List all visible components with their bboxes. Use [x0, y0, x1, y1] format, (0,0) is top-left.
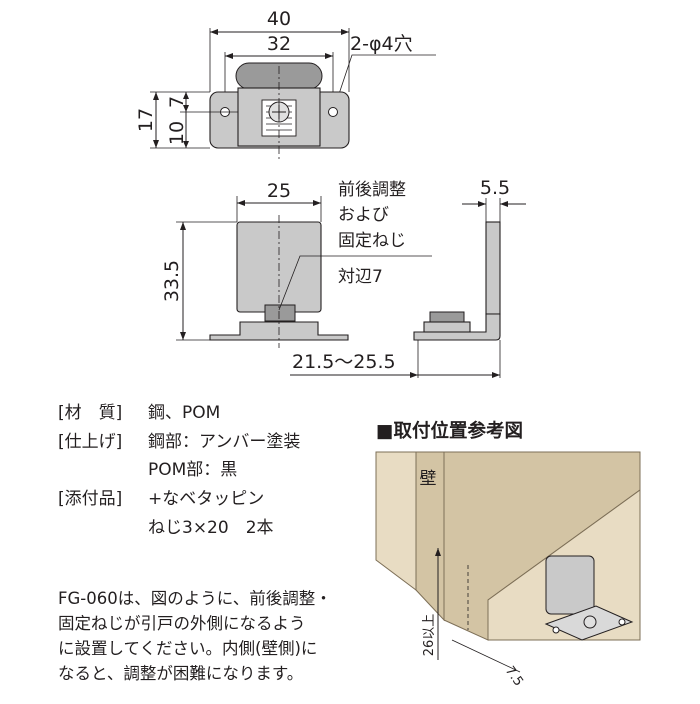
- arrow-head: [341, 29, 349, 35]
- reference-heading: ■取付位置参考図: [376, 420, 523, 442]
- dim-holes: 2-φ4穴: [350, 33, 413, 55]
- callout-adjust-3: 固定ねじ: [338, 231, 406, 251]
- arrow-head: [183, 92, 189, 99]
- dim-slot-lower: 10: [166, 121, 188, 145]
- arrow-head: [183, 105, 189, 112]
- dim-overall-width: 40: [267, 8, 291, 30]
- finish-value-1: 鋼部：アンバー塗装: [148, 431, 300, 452]
- spec-block: [材 質] 鋼、POM [仕上げ] 鋼部：アンバー塗装 POM部：黒 [添付品]…: [58, 403, 300, 538]
- front-view: 25 33.5 前後調整 および 固定ねじ 対辺7: [161, 180, 432, 348]
- arrow-head: [492, 372, 500, 378]
- arrow-head: [180, 222, 186, 230]
- arrow-head: [225, 53, 233, 59]
- dim-slot-upper: 7: [166, 96, 188, 108]
- bracket-foot: [413, 313, 501, 341]
- note-line-2: 固定ねじが引戸の外側になるよう: [58, 614, 306, 633]
- arrow-head: [313, 200, 321, 206]
- side-view: 5.5 21.5〜25.5: [290, 177, 526, 378]
- arrow-head: [410, 372, 418, 378]
- bracket-upright: [485, 221, 501, 315]
- finish-label: [仕上げ]: [58, 432, 122, 452]
- dim-height: 17: [135, 108, 157, 132]
- arrow-head: [153, 140, 159, 148]
- reference-diagram: ■取付位置参考図 壁 26以上 7.5: [375, 420, 641, 690]
- installation-note: FG-060は、図のように、前後調整・ 固定ねじが引戸の外側になるよう に設置し…: [58, 589, 332, 683]
- top-view: 40 32 2-φ4穴: [135, 8, 436, 160]
- nut-side: [423, 321, 471, 333]
- wall-front: [375, 451, 417, 591]
- catch-screw-icon: [583, 615, 597, 629]
- arrow-head: [478, 201, 486, 207]
- callout-hex: 対辺7: [338, 267, 383, 287]
- adjust-screw-front: [264, 304, 296, 322]
- accessory-label: [添付品]: [58, 489, 122, 509]
- note-line-3: に設置してください。内側(壁側)に: [58, 639, 317, 658]
- dim-height-front: 33.5: [161, 260, 183, 302]
- dim-width: 25: [267, 180, 291, 202]
- arrow-head: [237, 200, 245, 206]
- finish-value-2: POM部：黒: [148, 460, 237, 480]
- arrow-head: [500, 201, 508, 207]
- arrow-head: [210, 29, 218, 35]
- material-value: 鋼、POM: [148, 403, 220, 423]
- note-line-1: FG-060は、図のように、前後調整・: [58, 589, 332, 608]
- callout-adjust-2: および: [338, 205, 389, 225]
- accessory-value-2: ねじ3×20 2本: [148, 518, 274, 538]
- leader-callout: [278, 255, 432, 311]
- material-label: [材 質]: [58, 403, 122, 423]
- dimension-line-offset: [451, 639, 521, 673]
- catch-hole-icon: [552, 626, 560, 634]
- arrow-head: [180, 332, 186, 340]
- dim-range: 21.5〜25.5: [292, 351, 396, 373]
- mount-hole-right: [328, 107, 338, 117]
- arrow-head: [325, 53, 333, 59]
- dim-offset: 7.5: [502, 664, 526, 690]
- catch-body-ref: [545, 555, 595, 615]
- dim-min-height: 26以上: [422, 614, 437, 657]
- callout-adjust-1: 前後調整: [338, 180, 406, 200]
- note-line-4: なると、調整が困難になります。: [58, 664, 303, 683]
- arrow-head: [435, 548, 441, 556]
- arrow-head: [183, 141, 189, 148]
- accessory-value-1: +なベタッピン: [148, 489, 264, 509]
- arrow-head: [153, 92, 159, 100]
- dim-hole-pitch: 32: [267, 33, 291, 55]
- wall-label: 壁: [420, 469, 437, 489]
- dim-thickness: 5.5: [480, 177, 510, 199]
- catch-hole-icon: [618, 618, 626, 626]
